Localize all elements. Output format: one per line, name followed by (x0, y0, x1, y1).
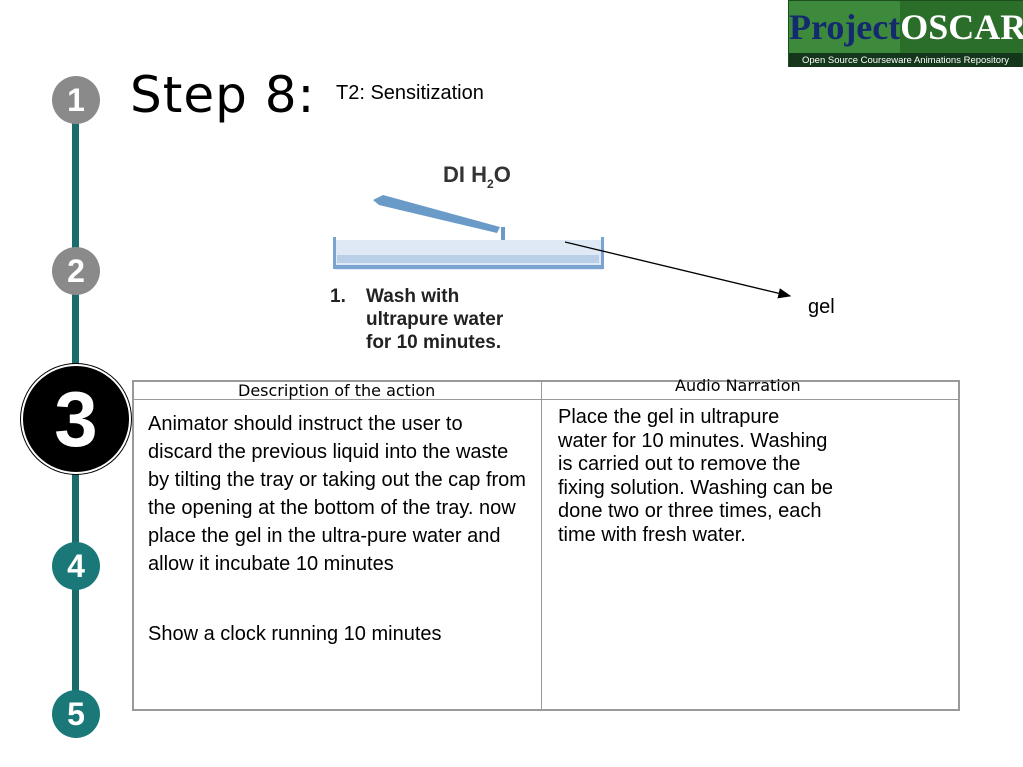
wash-bottle-nozzle-icon (373, 195, 500, 233)
step-2-label: 2 (67, 252, 85, 289)
audio-narration-header: Audio Narration (675, 376, 801, 395)
audio-narration-text: Place the gel in ultrapure water for 10 … (558, 406, 833, 546)
project-oscar-logo: Project OSCAR Open Source Courseware Ani… (788, 0, 1023, 67)
step-3-label: 3 (54, 374, 98, 463)
step-4-label: 4 (67, 547, 85, 584)
tray-base-icon (333, 265, 604, 269)
step-3-marker-active[interactable]: 3 (21, 364, 131, 474)
step-5-marker[interactable]: 5 (52, 690, 100, 738)
header-divider (134, 399, 958, 400)
action-description: Animator should instruct the user to dis… (148, 413, 526, 575)
step-1-marker[interactable]: 1 (52, 76, 100, 124)
description-header: Description of the action (238, 381, 436, 400)
caption-line-1: Wash with (366, 286, 460, 307)
logo-tagline: Open Source Courseware Animations Reposi… (789, 53, 1022, 67)
page-title: Step 8: (130, 66, 316, 124)
storyboard-table: Description of the action Audio Narratio… (132, 376, 960, 711)
clock-instruction: Show a clock running 10 minutes (148, 623, 442, 645)
step-5-label: 5 (67, 695, 85, 732)
caption-line-3: for 10 minutes. (366, 332, 502, 353)
gel-label: gel (808, 296, 835, 318)
water-stream-icon (501, 227, 505, 243)
wash-illustration: DI H2O (315, 155, 655, 355)
caption-number: 1. (330, 286, 346, 307)
water-level-icon (337, 255, 599, 263)
column-divider (541, 382, 542, 709)
step-1-label: 1 (67, 81, 85, 118)
step-2-marker[interactable]: 2 (52, 247, 100, 295)
wash-tray-graphic: DI H2O (333, 162, 604, 270)
step-4-marker[interactable]: 4 (52, 542, 100, 590)
page-subtitle: T2: Sensitization (336, 82, 484, 104)
caption-line-2: ultrapure water (366, 309, 504, 330)
reagent-label: DI H2O (443, 162, 511, 191)
logo-word-oscar: OSCAR (900, 1, 1023, 53)
illustration-caption: 1. Wash with ultrapure water for 10 minu… (330, 285, 503, 354)
logo-word-project: Project (789, 1, 901, 53)
gel-pointer-arrow (564, 241, 792, 299)
